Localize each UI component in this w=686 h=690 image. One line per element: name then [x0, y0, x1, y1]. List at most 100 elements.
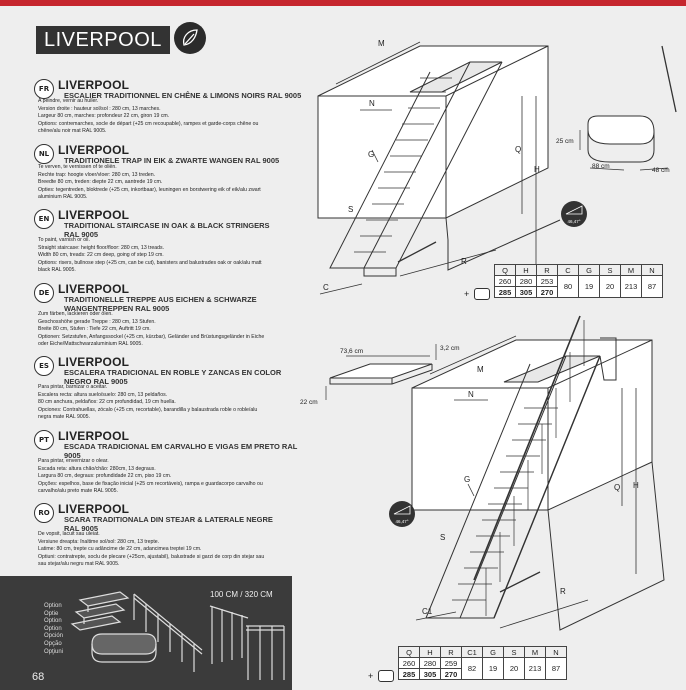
- desc-line: Rechte trap: hoogte vloer/vloer: 280 cm,…: [38, 171, 156, 178]
- lang-description: A peindre, vernir au huiler. Version dro…: [38, 98, 338, 136]
- page-number: 68: [32, 671, 45, 683]
- desc-line: Escada reta: altura chão/chão: 280cm, 13…: [38, 465, 156, 472]
- desc-line: Largura 80 cm, degraus: profundidade 22 …: [38, 473, 172, 480]
- desc-line: negra mate RAL 9005.: [38, 414, 91, 421]
- option-label: Opţiuni: [44, 648, 64, 655]
- lang-description: De vopsit, lacuit sau uleiat. Versiune d…: [38, 531, 338, 569]
- lang-subtitle: ESCADA TRADICIONAL EM CARVALHO E VIGAS E…: [64, 442, 298, 460]
- desc-line: sau stejar/alu negru mat RAL 9005.: [38, 561, 120, 568]
- table-cell: 270: [536, 286, 558, 298]
- bullnose-depth: 88 cm: [592, 163, 610, 170]
- desc-line: Geschosshöhe gerade Treppe : 280 cm, 13 …: [38, 318, 156, 325]
- table-header: Q: [398, 646, 420, 658]
- bullnose-height: 25 cm: [556, 138, 574, 145]
- desc-line: Versiune dreapta: înaltime sol/sol: 280 …: [38, 538, 160, 545]
- lang-section-pt: PT LIVERPOOL ESCADA TRADICIONAL EM CARVA…: [34, 429, 324, 499]
- table-header: Q: [494, 264, 516, 276]
- desc-line: Opties: tegentreden, bloktrede (+25 cm, …: [38, 186, 261, 193]
- lang-product-name: LIVERPOOL: [58, 429, 130, 443]
- desc-line: Opciones: Contrahuellas, zócalo (+25 cm,…: [38, 406, 258, 413]
- table-cell: 20: [503, 657, 525, 680]
- lang-subtitle: ESCALERA TRADICIONAL EN ROBLE Y ZANCAS E…: [64, 368, 282, 386]
- desc-line: Width 80 cm, treads: 22 cm deep, going o…: [38, 252, 164, 259]
- spec-table-bottom: Q H R C1 G S M N 260 280 259 82 19 20 21…: [398, 646, 567, 680]
- desc-line: To paint, varnish or oil.: [38, 237, 90, 243]
- table-cell: 82: [461, 657, 483, 680]
- lang-badge: EN: [34, 209, 54, 229]
- tread-length: 73,6 cm: [340, 348, 363, 355]
- table-header: G: [482, 646, 504, 658]
- desc-line: Straight staircase: height floor/floor: …: [38, 244, 165, 251]
- table-cell: 260: [398, 657, 420, 669]
- options-dimension-label: 100 CM / 320 CM: [210, 590, 273, 599]
- table-cell: 260: [494, 275, 516, 287]
- lang-section-de: DE LIVERPOOL TRADITIONELLE TREPPE AUS EI…: [34, 282, 324, 352]
- dim-label-M: M: [477, 365, 484, 374]
- table-header: R: [536, 264, 558, 276]
- svg-text:46,47°: 46,47°: [567, 219, 580, 224]
- tread-thickness: 3,2 cm: [440, 345, 460, 352]
- table-header: N: [545, 646, 567, 658]
- table-cell: 270: [440, 668, 462, 680]
- angle-badge-bottom: 46,47°: [389, 501, 415, 527]
- dim-label-H: H: [633, 481, 639, 490]
- lang-badge: ES: [34, 356, 54, 376]
- dim-label-N: N: [468, 390, 474, 399]
- lang-product-name: LIVERPOOL: [58, 502, 130, 516]
- lang-product-name: LIVERPOOL: [58, 282, 130, 296]
- spec-table-top: Q H R C G S M N 260 280 253 80 19 20 213…: [494, 264, 663, 298]
- bullnose-width: 48 cm: [652, 167, 670, 174]
- lang-section-fr: FR LIVERPOOL ESCALIER TRADITIONNEL EN CH…: [34, 78, 324, 140]
- table-cell: 80: [557, 275, 579, 298]
- desc-line: chêne/alu noir mat RAL 9005.: [38, 128, 107, 135]
- option-label: Option: [44, 603, 62, 609]
- dim-label-H: H: [534, 165, 540, 174]
- desc-line: Options: risers, bullnose step (+25 cm, …: [38, 259, 262, 266]
- bullnose-option-icon: [474, 288, 490, 300]
- lang-section-ro: RO LIVERPOOL SCARA TRADITIONALA DIN STEJ…: [34, 502, 324, 574]
- angle-badge-top: 46,47°: [561, 201, 587, 227]
- table-header: G: [578, 264, 600, 276]
- desc-line: Largeur 80 cm, marches: profondeur 22 cm…: [38, 113, 170, 120]
- table-header: H: [515, 264, 537, 276]
- table-header: M: [620, 264, 642, 276]
- desc-line: Para pintar, envernizar o olear.: [38, 458, 109, 464]
- wrench-tool-top: [397, 45, 677, 263]
- table-cell: 19: [578, 275, 600, 298]
- table-cell: 305: [419, 668, 441, 680]
- desc-line: 80 cm anchura, peldaños: 22 cm profundid…: [38, 399, 176, 406]
- desc-line: black RAL 9005.: [38, 267, 76, 274]
- table-header: H: [419, 646, 441, 658]
- desc-line: Te verven, te vernissen of te oliën.: [38, 164, 117, 170]
- desc-line: oder Eiche/Mattschwarzaluminium RAL 9005…: [38, 341, 143, 348]
- desc-line: Escalera recta: altura suelo/suelo: 280 …: [38, 391, 168, 398]
- lang-description: Te verven, te vernissen of te oliën. Rec…: [38, 164, 338, 202]
- oak-leaf-icon: [174, 22, 206, 54]
- table-header: S: [503, 646, 525, 658]
- table-header: R: [440, 646, 462, 658]
- table-cell: 20: [599, 275, 621, 298]
- options-label-list: Option Optie Option Option Opción Opção …: [44, 603, 63, 656]
- dim-label-M: M: [378, 39, 385, 48]
- lang-section-es: ES LIVERPOOL ESCALERA TRADICIONAL EN ROB…: [34, 355, 324, 425]
- table-cell: 285: [398, 668, 420, 680]
- desc-line: Breedte 80 cm, treden: diepte 22 cm, aan…: [38, 179, 163, 186]
- dim-label-R: R: [461, 257, 467, 266]
- table-cell: 259: [440, 657, 462, 669]
- table-cell: 19: [482, 657, 504, 680]
- lang-subtitle: SCARA TRADITIONALA DIN STEJAR & LATERALE…: [64, 515, 273, 533]
- table-cell: 213: [524, 657, 546, 680]
- dim-label-R: R: [560, 587, 566, 596]
- plus-icon: +: [464, 289, 470, 299]
- lang-badge: NL: [34, 144, 54, 164]
- table-header: C: [557, 264, 579, 276]
- desc-line: Optionen: Setzstufen, Anfangssockel (+25…: [38, 333, 265, 340]
- bullnose-option-icon: [378, 670, 394, 682]
- dim-label-G: G: [464, 475, 470, 484]
- desc-line: Zum färben, lackieren oder ölen.: [38, 311, 113, 317]
- table-header: M: [524, 646, 546, 658]
- option-label: Opção: [44, 640, 62, 647]
- lang-product-name: LIVERPOOL: [58, 208, 130, 222]
- table-cell: 305: [515, 286, 537, 298]
- table-cell: 213: [620, 275, 642, 298]
